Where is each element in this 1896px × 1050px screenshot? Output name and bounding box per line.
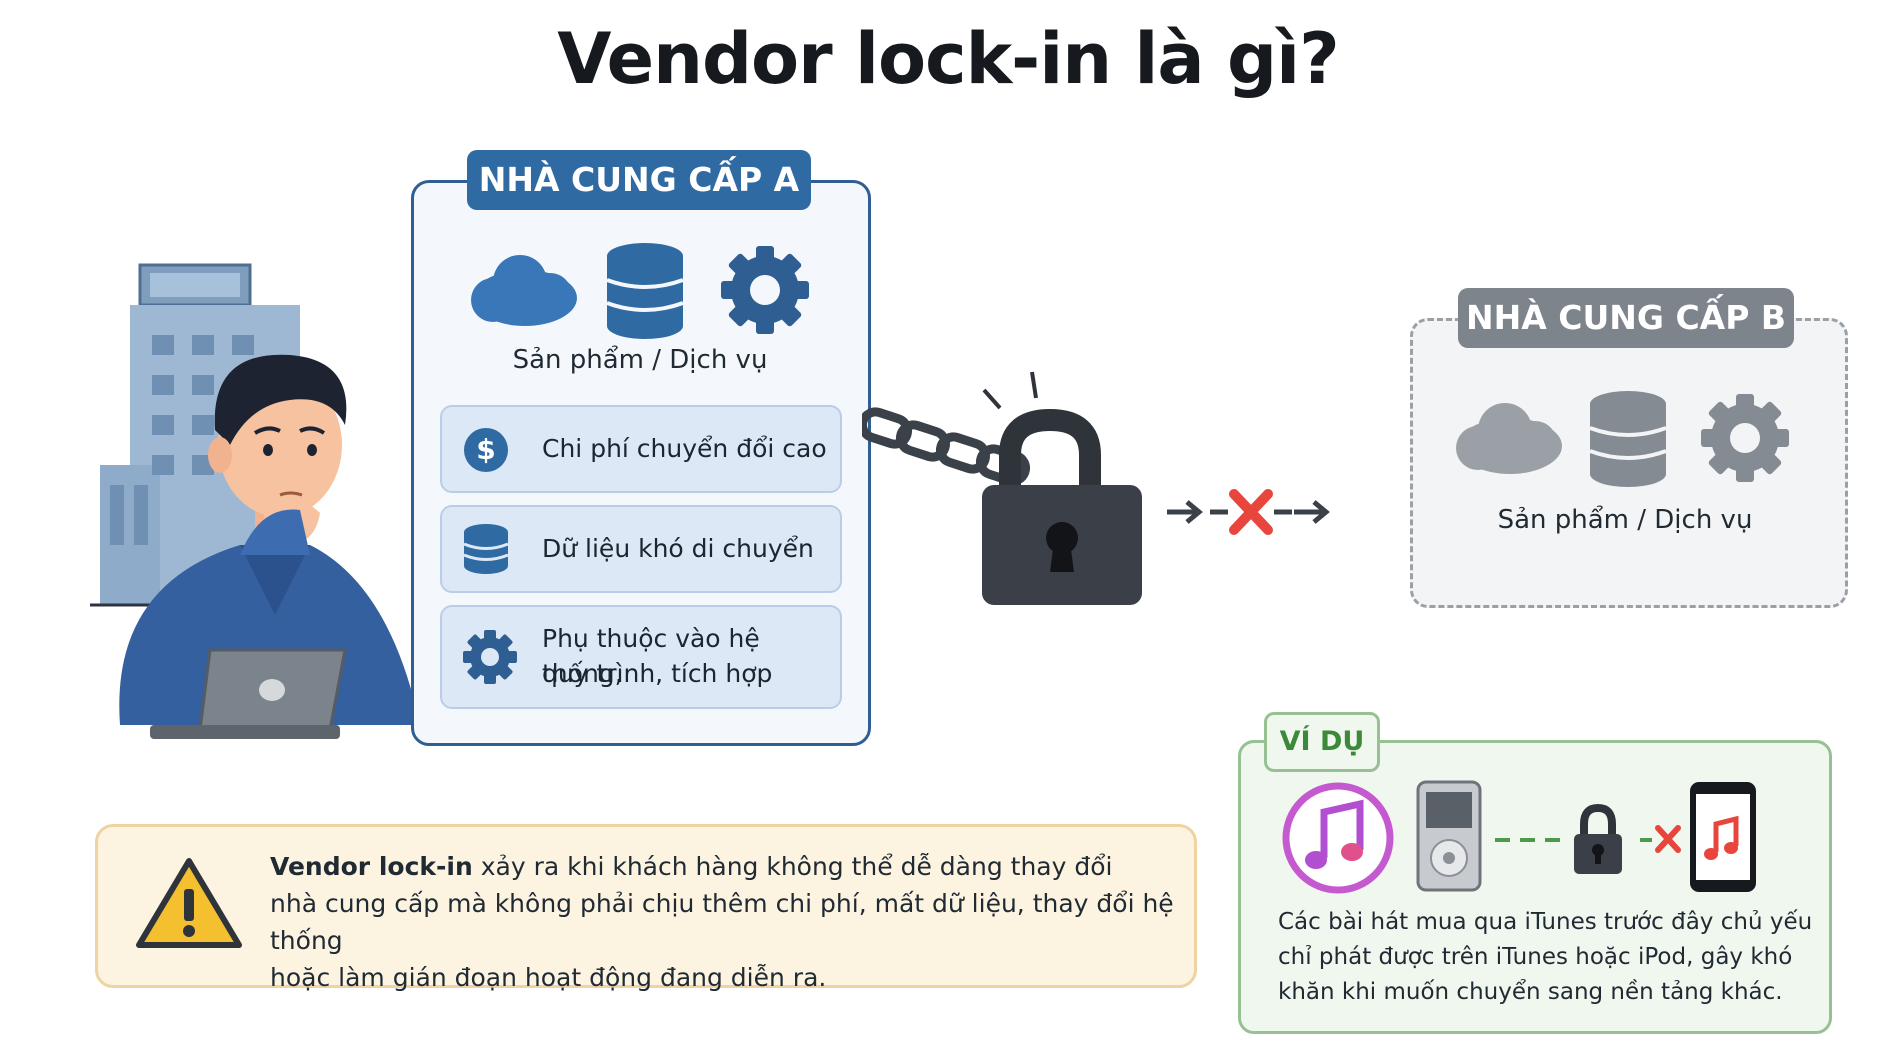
gear-icon <box>463 630 517 684</box>
lock-icon <box>982 371 1142 605</box>
provider-b-caption: Sản phẩm / Dịch vụ <box>1497 505 1753 535</box>
database-icon <box>1589 391 1667 487</box>
provider-b-header: NHÀ CUNG CẤP B <box>1458 288 1794 348</box>
example-line1: Các bài hát mua qua iTunes trước đây chủ… <box>1278 909 1813 935</box>
database-icon <box>463 524 509 574</box>
gear-icon <box>721 246 809 334</box>
lock-chain-graphic <box>862 371 1330 605</box>
example-line2: chỉ phát được trên iTunes hoặc iPod, gây… <box>1278 944 1793 970</box>
cloud-icon <box>471 255 577 326</box>
warning-term: Vendor lock-in <box>270 852 473 881</box>
x-mark-icon <box>1655 825 1681 853</box>
warning-line1: xảy ra khi khách hàng không thể dễ dàng … <box>472 852 1113 881</box>
warning-line3: hoặc làm gián đoạn hoạt động đang diễn r… <box>270 963 827 992</box>
feature-label: Chi phí chuyển đổi cao <box>542 434 827 463</box>
phone-icon <box>1690 782 1756 892</box>
gear-icon <box>1701 394 1789 482</box>
svg-text:$: $ <box>476 433 495 466</box>
database-icon <box>606 243 684 339</box>
provider-a-caption: Sản phẩm / Dịch vụ <box>512 345 768 375</box>
feature-label-line1: Phụ thuộc vào hệ thống, <box>542 624 760 688</box>
ipod-icon <box>1416 780 1482 892</box>
blocked-arrow-icon <box>1167 489 1330 535</box>
feature-label-line2: quy trình, tích hợp <box>542 659 773 688</box>
warning-text: Vendor lock-in xảy ra khi khách hàng khô… <box>270 848 1190 996</box>
example-graphic <box>1282 780 1756 894</box>
provider-b-icons <box>1456 391 1789 487</box>
dollar-icon: $ <box>464 428 508 472</box>
feature-data-migration: Dữ liệu khó di chuyển <box>440 505 842 593</box>
page-title: Vendor lock-in là gì? <box>557 18 1339 100</box>
warning-line2: nhà cung cấp mà không phải chịu thêm chi… <box>270 889 1174 955</box>
person-illustration <box>90 263 421 739</box>
x-mark-icon <box>1229 489 1273 535</box>
cloud-icon <box>1456 403 1562 474</box>
person-icon <box>119 354 421 725</box>
example-tab: VÍ DỤ <box>1264 712 1380 772</box>
warning-icon <box>136 858 242 948</box>
laptop-icon <box>150 648 347 739</box>
feature-label: Dữ liệu khó di chuyển <box>542 534 814 563</box>
example-line3: khăn khi muốn chuyển sang nền tảng khác. <box>1278 979 1783 1005</box>
lock-icon <box>1574 803 1622 874</box>
feature-dependency: Phụ thuộc vào hệ thống, quy trình, tích … <box>440 605 842 709</box>
feature-switching-cost: $ Chi phí chuyển đổi cao <box>440 405 842 493</box>
provider-a-icons <box>471 243 809 339</box>
warning-box <box>95 824 1197 988</box>
provider-a-header: NHÀ CUNG CẤP A <box>467 150 811 210</box>
example-text: Các bài hát mua qua iTunes trước đây chủ… <box>1278 905 1818 1010</box>
itunes-icon <box>1282 782 1394 894</box>
